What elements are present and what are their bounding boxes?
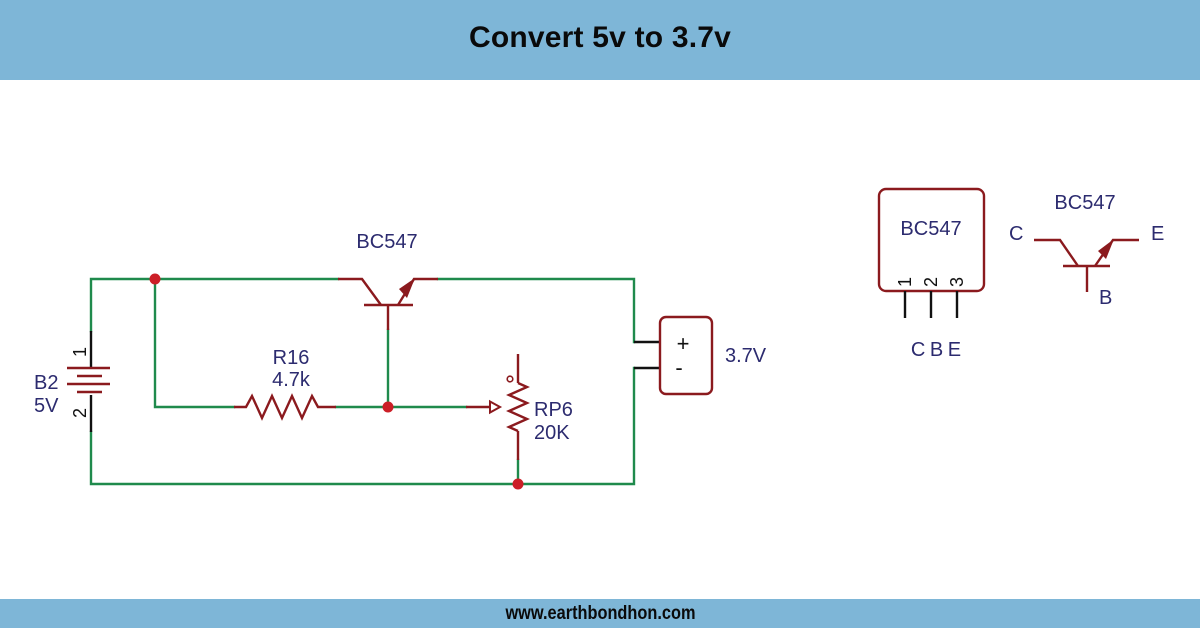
symbol-part-label: BC547 (1054, 192, 1115, 214)
symbol-collector-label: C (1009, 223, 1023, 245)
wire-bottom (89, 366, 636, 486)
transistor-emitter-arrow (399, 278, 415, 298)
package-pin-number-3: 3 (947, 277, 967, 287)
symbol-emitter-arrow (1098, 239, 1114, 259)
resistor-value-label: 4.7k (272, 369, 311, 391)
output-plus-sign: + (677, 331, 690, 356)
pot-ref-label: RP6 (534, 399, 573, 421)
output-connector-box (658, 315, 714, 396)
battery-value-label: 5V (34, 395, 59, 417)
bc547-symbol-pinout: BC547 C E B (1009, 192, 1164, 309)
package-pin-number-2: 2 (921, 277, 941, 287)
symbol-collector (1034, 238, 1079, 267)
junction-dot (382, 401, 394, 413)
wire-top-left (89, 277, 340, 333)
page-title: Convert 5v to 3.7v (468, 20, 732, 54)
pot-zigzag (506, 381, 530, 433)
package-pin-names: C B E (911, 339, 961, 361)
junctions (149, 273, 524, 490)
footer-website-link[interactable]: www.earthbondhon.com (504, 603, 696, 624)
wire-resistor-feed (153, 277, 236, 409)
transistor-collector (338, 277, 382, 306)
header-band: Convert 5v to 3.7v (0, 0, 1200, 80)
transistor-label: BC547 (356, 231, 417, 253)
battery-pin-1: 1 (70, 347, 90, 357)
resistor-ref-label: R16 (273, 347, 310, 369)
bc547-package-pinout: BC547 1 2 3 C B E (877, 187, 986, 361)
pot-value-label: 20K (534, 422, 570, 444)
package-body (877, 187, 986, 293)
pot-end-marker (506, 375, 514, 383)
potentiometer-rp6: RP6 20K (466, 354, 573, 460)
resistor-zigzag (234, 393, 336, 421)
pot-wiper-arrow (489, 399, 503, 415)
wire-top-right (436, 277, 636, 344)
symbol-emitter-label: E (1151, 223, 1164, 245)
symbol-base-label: B (1099, 287, 1112, 309)
battery-pin-2: 2 (70, 408, 90, 418)
resistor-r16: R16 4.7k (234, 347, 336, 421)
output-connector: + - 3.7V (634, 315, 767, 396)
junction-dot (512, 478, 524, 490)
package-pin-number-1: 1 (895, 277, 915, 287)
footer-band: www.earthbondhon.com (0, 599, 1200, 628)
output-voltage-label: 3.7V (725, 345, 767, 367)
battery-ref-label: B2 (34, 372, 58, 394)
junction-dot (149, 273, 161, 285)
transistor-bc547: BC547 (338, 231, 438, 330)
output-minus-sign: - (675, 355, 682, 380)
wires (89, 277, 636, 486)
package-part-label: BC547 (900, 218, 961, 240)
battery-b2: 1 2 B2 5V (34, 331, 110, 432)
